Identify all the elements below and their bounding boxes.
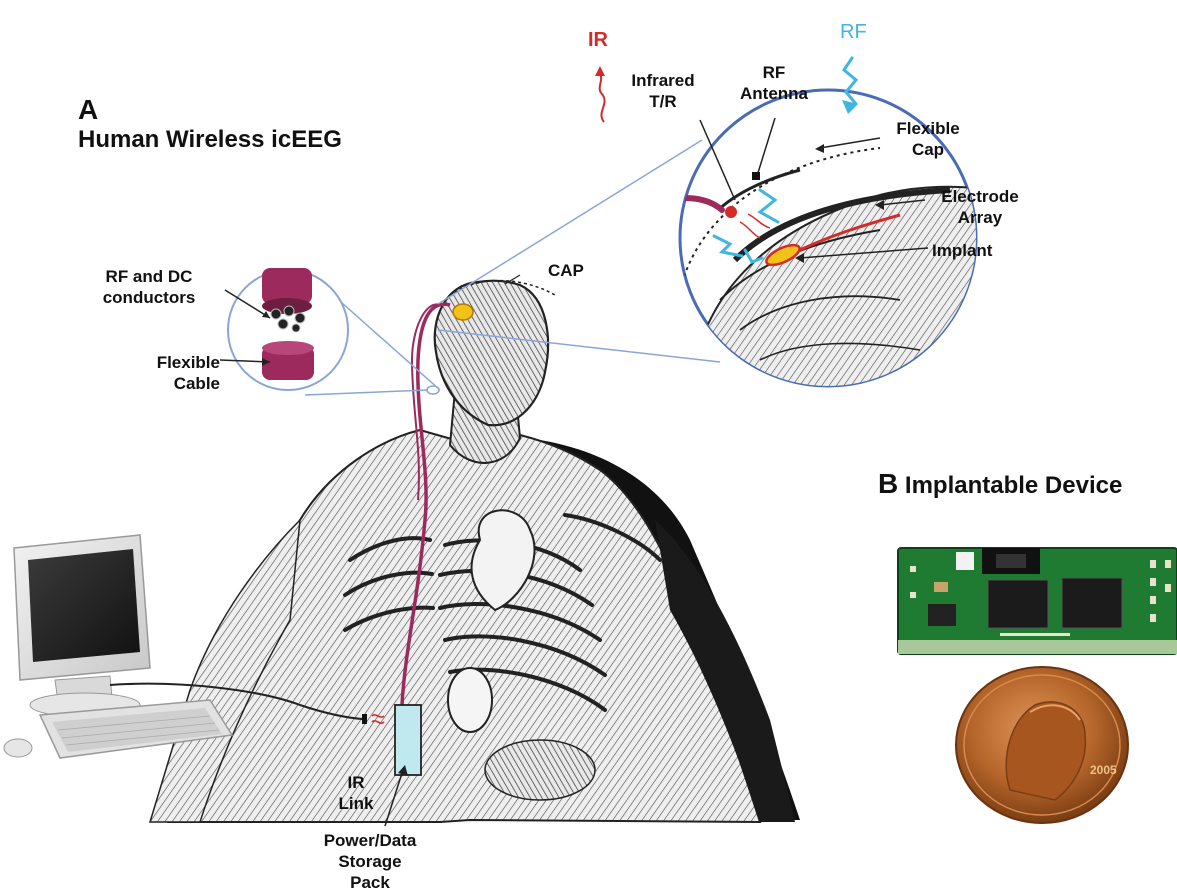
flexible-cap-label: Flexible Cap: [878, 118, 978, 160]
power-data-pack-label: Power/Data Storage Pack: [300, 830, 440, 893]
ir-link-label: IR Link: [326, 772, 386, 814]
rf-antenna-label: RF Antenna: [724, 62, 824, 104]
power-data-pack: [395, 705, 421, 775]
coin-year: 2005: [1090, 763, 1117, 777]
rf-label: RF: [840, 22, 867, 43]
rf-dc-conductors-label: RF and DC conductors: [74, 266, 224, 308]
flexible-cable-label: Flexible Cable: [130, 352, 220, 394]
cap-label: CAP: [548, 260, 584, 281]
panel-b-letter: B: [878, 470, 898, 499]
panel-a-title: A Human Wireless icEEG: [78, 68, 342, 154]
implant-label: Implant: [932, 240, 992, 261]
rf-wave-icon: [842, 58, 858, 114]
electrode-array-label: Electrode Array: [925, 186, 1035, 228]
implantable-pcb: [898, 548, 1177, 654]
conductor-inset: [220, 268, 440, 395]
infrared-tr-label: Infrared T/R: [618, 70, 708, 112]
panel-b-title-text: Implantable Device: [905, 472, 1122, 499]
panel-a-letter: A: [78, 94, 98, 125]
penny-coin: 2005: [956, 667, 1128, 823]
panel-b-title: B Implantable Device: [878, 470, 1177, 500]
panel-a-title-text: Human Wireless icEEG: [78, 126, 342, 153]
ir-label: IR: [588, 30, 608, 51]
ir-wave-icon: [595, 66, 605, 122]
